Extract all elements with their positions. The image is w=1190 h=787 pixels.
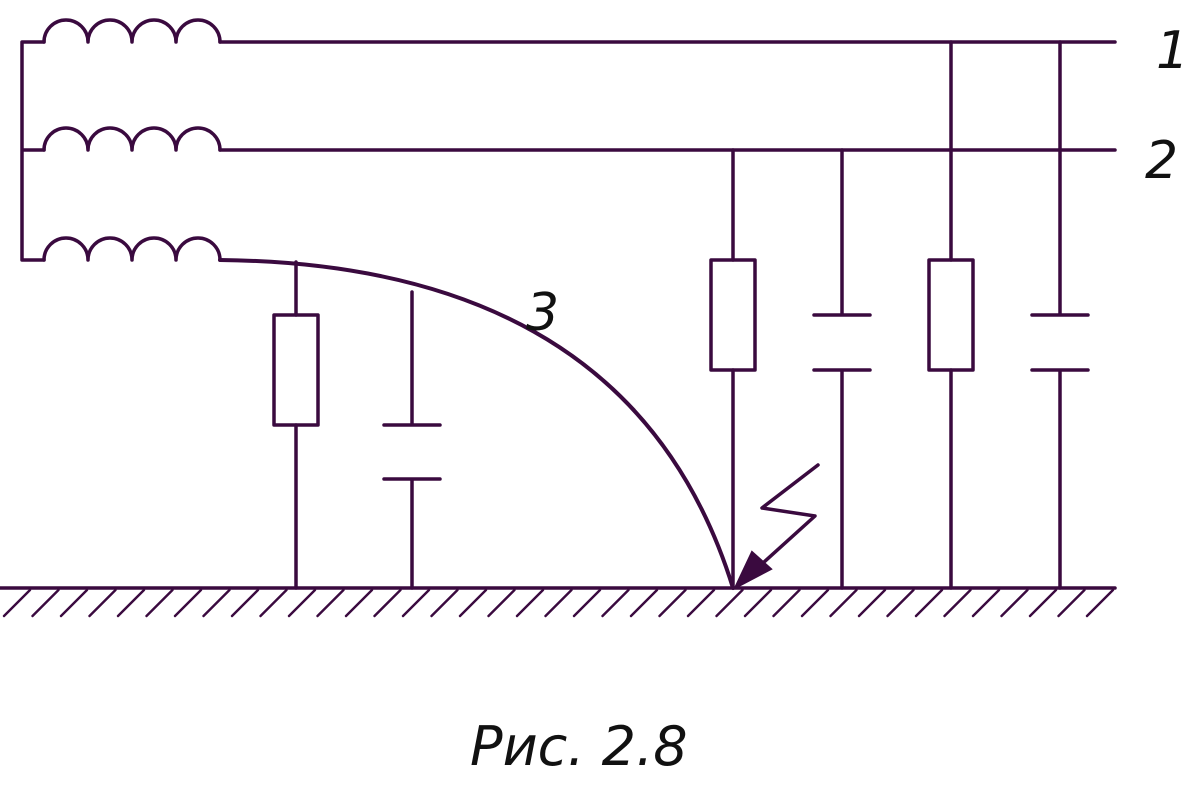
phase-1-capacitor: [1030, 40, 1090, 590]
winding-phase-1: [42, 18, 222, 44]
neutral-bus: [20, 40, 46, 262]
phase-2-resistor: [709, 148, 757, 590]
phase-2-capacitor: [812, 148, 872, 590]
winding-phase-2: [42, 126, 222, 152]
phase-1-resistor: [927, 40, 975, 590]
label-line-3: 3: [526, 283, 559, 343]
figure-caption: Рис. 2.8: [470, 715, 688, 778]
ground-hatching: [2, 588, 1115, 618]
phase-3-resistor: [272, 260, 320, 590]
label-line-1: 1: [1156, 21, 1189, 81]
label-line-2: 2: [1145, 131, 1178, 191]
winding-phase-3: [42, 236, 222, 262]
fault-arrow-icon: [732, 463, 820, 591]
phase-line-3-broken: [218, 258, 735, 590]
phase-3-capacitor: [382, 290, 442, 590]
ground-hatch-lines: [2, 588, 1115, 618]
